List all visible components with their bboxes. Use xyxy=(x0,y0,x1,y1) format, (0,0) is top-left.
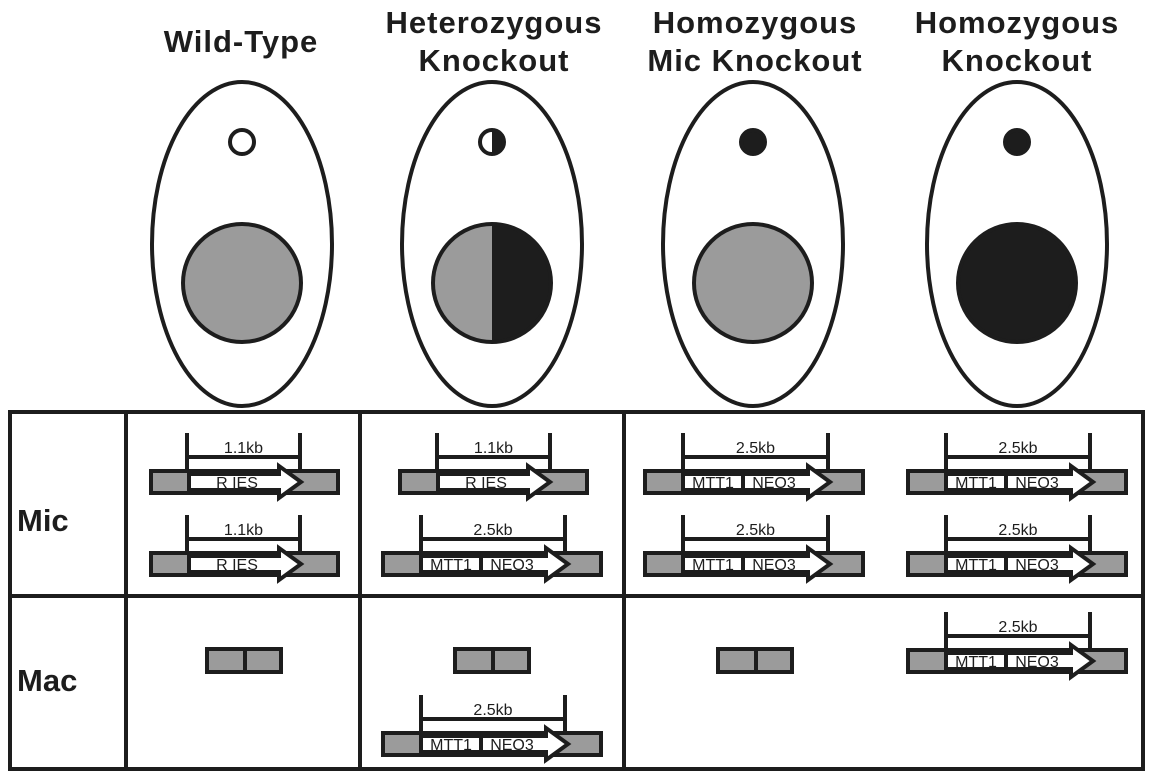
size-label: 1.1kb xyxy=(224,440,263,457)
micronucleus xyxy=(741,130,765,154)
segment-label-mtt1: MTT1 xyxy=(430,737,472,754)
size-label: 2.5kb xyxy=(998,522,1037,539)
size-label: 2.5kb xyxy=(998,619,1037,636)
segment-label-mtt1: MTT1 xyxy=(955,475,997,492)
segment-label-neo3: NEO3 xyxy=(752,475,796,492)
construct-het-mic-1: 1.1kb R IES xyxy=(400,433,587,498)
row-label-mac: Mac xyxy=(17,663,77,698)
micronucleus xyxy=(1005,130,1029,154)
segment-label: R IES xyxy=(216,557,258,574)
macronucleus xyxy=(183,224,301,342)
title-wild-type: Wild-Type xyxy=(164,24,319,59)
segment-label-neo3: NEO3 xyxy=(752,557,796,574)
micronucleus xyxy=(230,130,254,154)
title-homozygous-line1: Homozygous xyxy=(915,5,1120,40)
segment-label: R IES xyxy=(465,475,507,492)
mac-fragment-wild-type xyxy=(207,649,281,672)
table-border xyxy=(10,412,1143,769)
segment-label-neo3: NEO3 xyxy=(1015,557,1059,574)
cell-homozygous-mic-knockout xyxy=(663,82,843,406)
segment-label-mtt1: MTT1 xyxy=(692,475,734,492)
size-label: 1.1kb xyxy=(474,440,513,457)
size-label: 2.5kb xyxy=(473,702,512,719)
cell-homozygous-knockout xyxy=(927,82,1107,406)
cell-heterozygous-knockout xyxy=(402,82,582,406)
size-label: 2.5kb xyxy=(998,440,1037,457)
segment-label-mtt1: MTT1 xyxy=(692,557,734,574)
title-heterozygous-line2: Knockout xyxy=(419,43,570,78)
construct-wt-mic-1: 1.1kb R IES xyxy=(151,433,338,498)
title-heterozygous-line1: Heterozygous xyxy=(386,5,603,40)
size-label: 2.5kb xyxy=(736,522,775,539)
segment-label-neo3: NEO3 xyxy=(1015,654,1059,671)
title-homozygous-mic-line1: Homozygous xyxy=(653,5,858,40)
segment-label-neo3: NEO3 xyxy=(490,737,534,754)
cell-wild-type xyxy=(152,82,332,406)
size-label: 2.5kb xyxy=(736,440,775,457)
segment-label-neo3: NEO3 xyxy=(490,557,534,574)
title-homozygous-line2: Knockout xyxy=(942,43,1093,78)
segment-label-mtt1: MTT1 xyxy=(955,557,997,574)
segment-label: R IES xyxy=(216,475,258,492)
size-label: 2.5kb xyxy=(473,522,512,539)
genotype-table xyxy=(10,412,1143,769)
segment-label-mtt1: MTT1 xyxy=(955,654,997,671)
segment-label-neo3: NEO3 xyxy=(1015,475,1059,492)
segment-label-mtt1: MTT1 xyxy=(430,557,472,574)
size-label: 1.1kb xyxy=(224,522,263,539)
mac-fragment-homozygous-mic xyxy=(718,649,792,672)
mac-fragment-heterozygous xyxy=(455,649,529,672)
row-label-mic: Mic xyxy=(17,503,69,538)
title-homozygous-mic-line2: Mic Knockout xyxy=(647,43,862,78)
construct-wt-mic-2: 1.1kb R IES xyxy=(151,515,338,580)
macronucleus xyxy=(958,224,1076,342)
macronucleus xyxy=(694,224,812,342)
